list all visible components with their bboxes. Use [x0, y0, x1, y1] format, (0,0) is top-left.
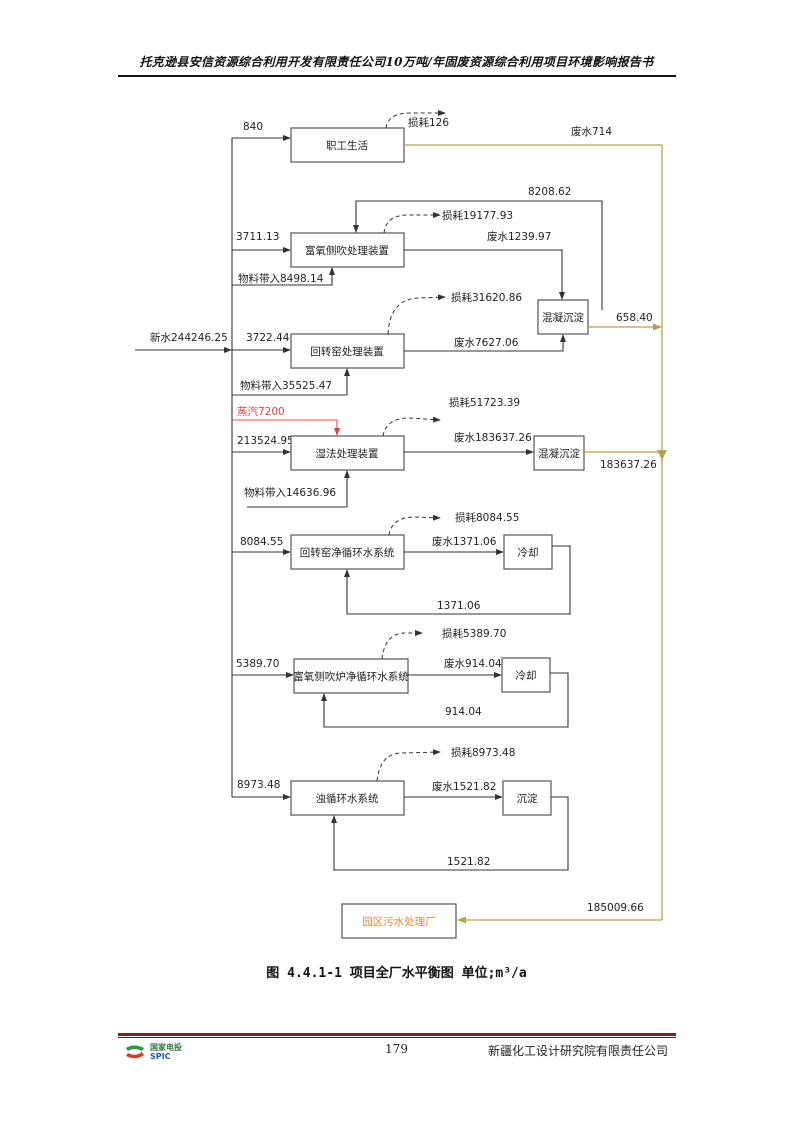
settle1-label: 混凝沉淀 — [542, 311, 584, 324]
unit5-return: 1371.06 — [437, 600, 481, 612]
unit7-label: 浊循环水系统 — [316, 792, 379, 805]
unit4-input: 213524.95 — [237, 435, 294, 447]
settle2-label: 混凝沉淀 — [538, 447, 580, 460]
unit6-input: 5389.70 — [236, 658, 279, 670]
steam-arrow — [232, 419, 340, 436]
unit6-loss: 损耗5389.70 — [442, 627, 506, 640]
spic-logo-icon — [126, 1045, 144, 1059]
page-number: 179 — [385, 1042, 408, 1056]
unit7-box — [290, 780, 405, 816]
unit2-loss-arrow — [383, 212, 441, 234]
unit1-box — [290, 127, 405, 163]
steam-label: 蒸汽7200 — [237, 405, 285, 418]
unit4-material: 物料带入14636.96 — [244, 486, 336, 499]
unit2-material: 物料带入8498.14 — [238, 272, 324, 285]
unit3-loss-arrow — [387, 294, 446, 335]
logo-cn: 国家电投 — [150, 1043, 182, 1052]
unit5-loss: 损耗8084.55 — [455, 511, 519, 524]
settle2-box — [533, 435, 585, 471]
unit2-input: 3711.13 — [236, 231, 279, 243]
unit2-recycle-arrow — [353, 200, 603, 310]
unit4-label: 湿法处理装置 — [316, 447, 379, 460]
header-rule — [118, 75, 676, 77]
cool2-box — [501, 657, 551, 693]
logo-en: SPIC — [150, 1052, 171, 1061]
figure-caption: 图 4.4.1-1 项目全厂水平衡图 单位;m³/a — [266, 966, 527, 981]
settle1-out: 658.40 — [616, 312, 653, 324]
cool2-label: 冷却 — [516, 669, 537, 682]
unit6-return-arrow — [321, 672, 569, 728]
unit1-loss: 损耗126 — [408, 116, 449, 129]
unit7-input: 8973.48 — [237, 779, 280, 791]
unit2-wastewater: 废水1239.97 — [487, 230, 551, 243]
fresh-water-label: 新水244246.25 — [150, 331, 228, 344]
cool1-box — [503, 534, 553, 570]
unit3-label: 回转窑处理装置 — [310, 345, 384, 358]
unit4-loss: 损耗51723.39 — [449, 396, 520, 409]
unit4-box — [290, 435, 405, 471]
unit1-input: 840 — [243, 121, 263, 133]
unit6-return: 914.04 — [445, 706, 482, 718]
unit7-wastewater: 废水1521.82 — [432, 780, 496, 793]
footer-rule — [118, 1033, 676, 1036]
settle3-label: 沉淀 — [517, 792, 538, 805]
settle3-box — [502, 780, 552, 816]
footer-organization: 新疆化工设计研究院有限责任公司 — [487, 1044, 668, 1058]
sewage-total: 185009.66 — [587, 902, 644, 914]
unit1-label: 职工生活 — [326, 139, 368, 152]
logo-text: 国家电投 SPIC — [150, 1043, 182, 1061]
cool1-label: 冷却 — [518, 546, 539, 559]
unit3-wastewater: 废水7627.06 — [454, 336, 519, 349]
unit2-material-arrow — [232, 267, 335, 286]
unit7-loss: 损耗8973.48 — [451, 746, 515, 759]
unit5-wastewater: 废水1371.06 — [432, 535, 497, 548]
unit4-material-arrow — [247, 470, 350, 508]
unit3-wastewater-arrow — [404, 334, 566, 352]
unit7-loss-arrow — [376, 749, 441, 782]
unit3-input: 3722.44 — [246, 332, 290, 344]
unit2-loss: 损耗19177.93 — [442, 209, 513, 222]
unit6-box — [293, 658, 409, 694]
unit3-material-arrow — [232, 368, 350, 396]
unit2-label: 富氧侧吹处理装置 — [305, 244, 389, 257]
unit3-material: 物料带入35525.47 — [240, 379, 332, 392]
unit7-return: 1521.82 — [447, 856, 490, 868]
footer-rule-thin — [118, 1037, 676, 1038]
unit5-loss-arrow — [388, 514, 441, 536]
unit6-label: 富氧侧吹炉净循环水系统 — [293, 670, 409, 683]
sewage-plant-box — [341, 903, 457, 939]
unit4-wastewater: 废水183637.26 — [454, 431, 532, 444]
document-header-title: 托克逊县安信资源综合利用开发有限责任公司10万吨/年固废资源综合利用项目环境影响… — [139, 55, 654, 69]
unit2-box — [290, 232, 405, 268]
unit5-return-arrow — [344, 545, 571, 615]
settle1-box — [537, 299, 589, 335]
unit7-return-arrow — [331, 796, 569, 871]
unit3-box — [290, 333, 405, 369]
unit6-wastewater: 废水914.04 — [444, 657, 502, 670]
unit1-wastewater: 废水714 — [571, 125, 612, 138]
unit3-loss: 损耗31620.86 — [451, 291, 522, 304]
unit5-label: 回转窑净循环水系统 — [300, 546, 395, 559]
unit6-loss-arrow — [381, 630, 423, 660]
unit4-loss-arrow — [382, 416, 441, 437]
sewage-plant-label: 园区污水处理厂 — [362, 916, 436, 928]
unit2-recycle: 8208.62 — [528, 186, 571, 198]
unit5-input: 8084.55 — [240, 536, 283, 548]
settle2-out: 183637.26 — [600, 459, 657, 471]
unit2-wastewater-arrow — [404, 249, 565, 300]
unit1-loss-arrow — [385, 110, 446, 129]
